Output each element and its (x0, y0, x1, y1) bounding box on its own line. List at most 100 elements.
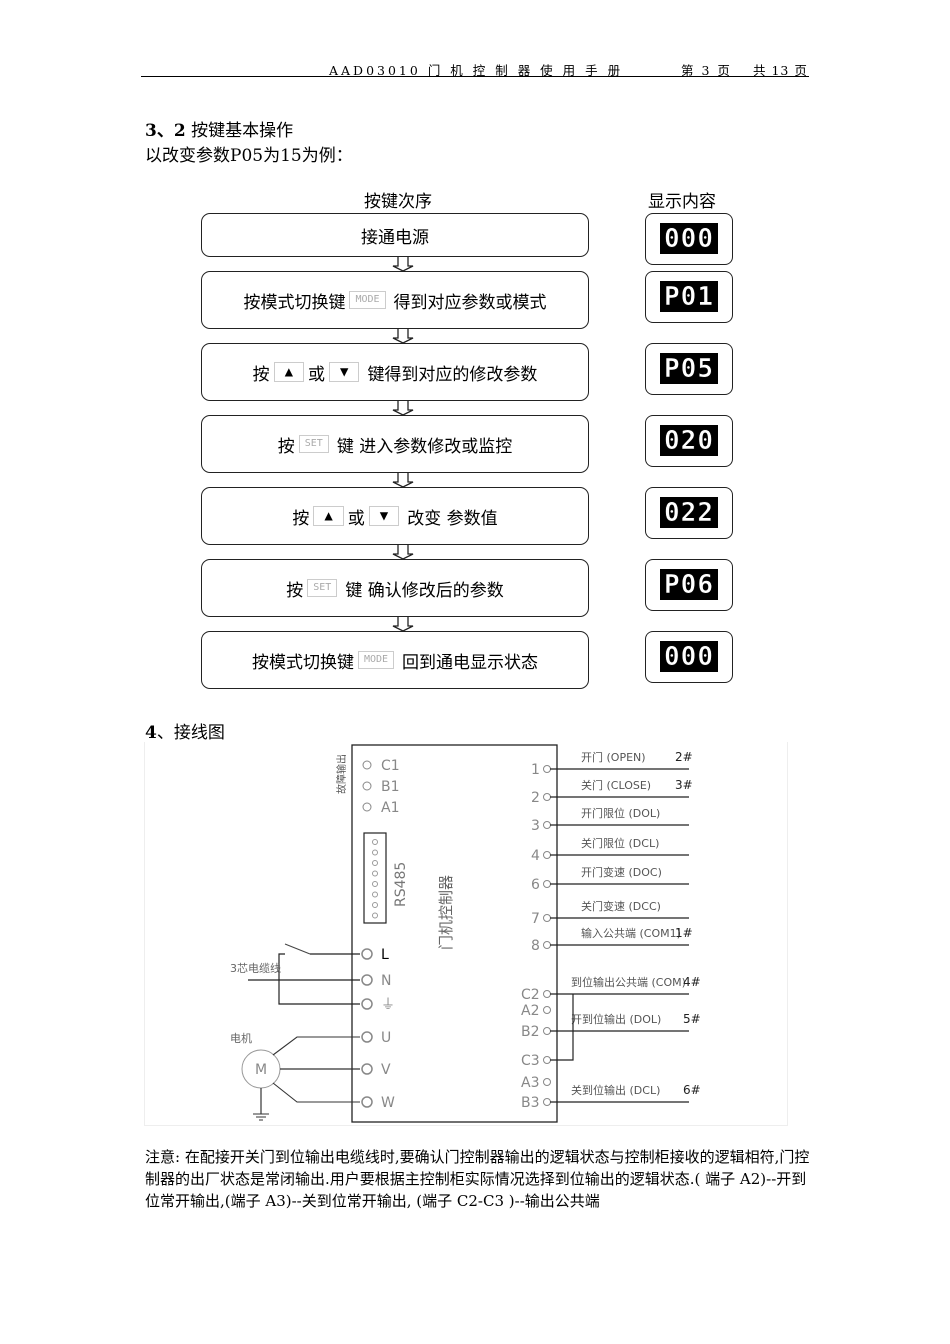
step-text: 键 进入参数修改或监控 (336, 436, 513, 457)
terminal-icon (361, 1063, 373, 1075)
rs485-pin-icon (372, 912, 378, 919)
down-arrow-connector-icon (392, 473, 414, 487)
terminal-icon (362, 760, 372, 770)
led-display: 000 (645, 631, 733, 683)
led-readout: P01 (664, 281, 714, 312)
led-readout: P05 (664, 353, 714, 384)
set-key-icon: SET (307, 579, 338, 597)
wire-u (272, 1036, 360, 1056)
wire-number: 1# (675, 926, 693, 940)
down-arrow-key-icon: ▼ (329, 362, 360, 382)
step-text: 键得到对应的修改参数 (367, 364, 538, 385)
wire-ground (278, 953, 360, 1005)
rs485-pin-icon (372, 891, 378, 898)
controller-label: 门机控制器 (437, 875, 455, 950)
terminal-icon (543, 1006, 551, 1014)
fault-output-label: 故障输出 (335, 754, 348, 794)
step-text: 得到对应参数或模式 (393, 292, 547, 313)
led-screen: 022 (660, 497, 718, 528)
rs485-pin-icon (372, 860, 378, 866)
led-readout: 000 (664, 223, 714, 254)
terminal-icon (362, 802, 372, 812)
terminal-icon (543, 765, 551, 773)
led-screen: P05 (660, 353, 718, 384)
power-cable-label: 3芯电缆线 (230, 961, 281, 975)
wire-number: 3# (675, 778, 693, 792)
page-number: 第 3 页 (681, 63, 732, 78)
terminal-label: 1 (531, 762, 540, 778)
section-title: 、接线图 (156, 723, 225, 743)
rs485-pin-icon (372, 881, 378, 887)
set-key-icon: SET (298, 435, 329, 453)
rs485-label: RS485 (393, 862, 409, 907)
motor-symbol: M (255, 1062, 267, 1078)
step-text: 回到通电显示状态 (402, 652, 539, 673)
terminal-label: A1 (381, 800, 399, 816)
terminal-icon (543, 1056, 551, 1064)
terminal-icon (543, 821, 551, 829)
terminal-label: 6 (531, 877, 540, 893)
signal-label: 关门限位 (DCL) (581, 836, 659, 850)
steps-column-header: 按键次序 (364, 192, 432, 212)
section-number: 3、2 (145, 121, 186, 141)
terminal-label: 4 (531, 848, 540, 864)
page-total: 共 13 页 (753, 63, 808, 78)
rs485-pin-icon (372, 849, 378, 856)
terminal-icon (362, 781, 372, 791)
page-header: AAD03010 门 机 控 制 器 使 用 手 册 第 3 页 共 13 页 (141, 58, 809, 78)
terminal-label: 3 (531, 818, 540, 834)
rs485-pin-icon (372, 902, 378, 908)
step-text: 接通电源 (361, 227, 429, 248)
terminal-icon (543, 990, 551, 998)
led-display: 000 (645, 213, 733, 265)
motor-label: 电机 (230, 1031, 252, 1045)
step-text: 按 (252, 364, 270, 385)
terminal-label: N (381, 973, 391, 989)
terminal-label: C2 (521, 987, 540, 1003)
mode-key-icon: MODE (357, 651, 395, 669)
wire-number: 6# (683, 1083, 701, 1097)
terminal-label: W (381, 1095, 395, 1111)
section-3-2-heading: 3、2 按键基本操作 (145, 116, 293, 141)
down-arrow-connector-icon (392, 257, 414, 271)
terminal-icon (543, 914, 551, 922)
terminal-label: C1 (381, 758, 400, 774)
c2-c3-jumper (550, 994, 574, 1061)
section-number: 4 (145, 723, 157, 743)
manual-title: AAD03010 门 机 控 制 器 使 用 手 册 (329, 63, 624, 78)
terminal-label: L (381, 947, 389, 963)
wire-w (272, 1082, 360, 1103)
down-arrow-connector-icon (392, 545, 414, 559)
led-screen: P06 (660, 569, 718, 600)
terminal-icon (361, 1031, 373, 1043)
flow-step: 按▲或▼键得到对应的修改参数 (201, 343, 589, 401)
output-label: 开到位输出 (DOL) (571, 1012, 661, 1026)
signal-label: 开门变速 (DOC) (581, 865, 662, 879)
terminal-icon (543, 941, 551, 949)
terminal-label: 2 (531, 790, 540, 806)
ground-icon (253, 1113, 269, 1121)
terminal-icon (361, 1096, 373, 1108)
terminal-label: U (381, 1030, 391, 1046)
signal-label: 关门变速 (DCC) (581, 899, 661, 913)
led-screen: 020 (660, 425, 718, 456)
section-subtitle: 以改变参数P05为15为例： (145, 146, 353, 166)
flow-step: 接通电源 (201, 213, 589, 257)
terminal-label: B1 (381, 779, 400, 795)
step-text: 按模式切换键 (251, 652, 354, 673)
step-text: 按模式切换键 (243, 292, 346, 313)
step-text: 或 (308, 364, 325, 385)
terminal-icon (543, 793, 551, 801)
mode-key-icon: MODE (349, 291, 386, 309)
led-readout: 000 (664, 641, 714, 672)
step-text: 按 (286, 580, 304, 601)
signal-label: 输入公共端 (COM1) (581, 926, 681, 940)
terminal-label: 7 (531, 911, 540, 927)
terminal-icon (543, 1078, 551, 1086)
